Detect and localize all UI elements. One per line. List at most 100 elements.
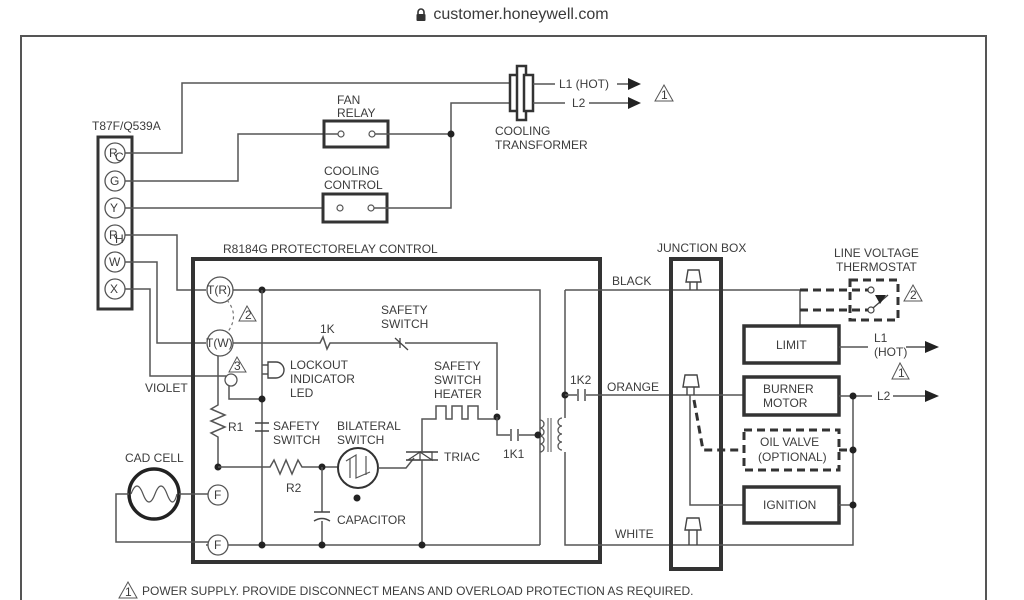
- thermostat-terminal-rc: R C: [104, 142, 126, 164]
- limit-l1-label-2: (HOT): [874, 345, 907, 359]
- 1k1-label: 1K1: [503, 447, 525, 461]
- transformer-l1-label: L1 (HOT): [559, 77, 609, 91]
- cooling-transformer-secondary: [522, 73, 535, 113]
- triac-icon: [406, 450, 438, 462]
- lockout-led-icon: [267, 361, 285, 379]
- junction-dot: [849, 392, 857, 400]
- wire-orange-label: ORANGE: [607, 380, 659, 394]
- arrow-icon: [628, 78, 641, 90]
- wire-black-label: BLACK: [612, 274, 651, 288]
- cad-cell-label: CAD CELL: [125, 451, 184, 465]
- svg-text:2: 2: [910, 288, 917, 302]
- safety-switch-heater-label-1: SAFETY: [434, 359, 481, 373]
- limit-label: LIMIT: [776, 338, 807, 352]
- bilateral-label-1: BILATERAL: [337, 419, 401, 433]
- wire-nut-orange-icon: [682, 374, 700, 395]
- thermostat-terminal-x: X: [104, 278, 126, 300]
- wire-rc: [125, 82, 512, 154]
- thermostat-contact: [867, 286, 875, 294]
- line-voltage-thermostat-wires: [800, 288, 868, 312]
- wire-nut-black-icon: [685, 269, 702, 290]
- svg-text:Y: Y: [110, 201, 118, 215]
- wire-white-return: [700, 395, 854, 546]
- ignition-label: IGNITION: [763, 498, 816, 512]
- thermostat-terminal-g: G: [104, 170, 126, 192]
- wire-g: [125, 133, 325, 182]
- limit-box: [742, 324, 841, 365]
- note-3-triangle-icon: 3: [228, 355, 247, 373]
- browser-address-bar[interactable]: customer.honeywell.com: [0, 0, 1024, 30]
- arrow-icon: [925, 390, 939, 402]
- lock-icon: [416, 8, 426, 21]
- svg-text:1: 1: [125, 585, 132, 599]
- safety-switch-b-contact: [255, 422, 269, 432]
- ignition-box: [742, 485, 841, 525]
- wire-cad-cell: [115, 493, 208, 543]
- junction-dot: [258, 541, 266, 549]
- 1k1-contact: [510, 429, 519, 441]
- wire-secondary-loop: [564, 290, 700, 546]
- note-2-triangle-icon: 2: [903, 283, 923, 302]
- svg-text:T(R): T(R): [207, 283, 231, 297]
- wire-to-ignition: [689, 395, 744, 506]
- svg-text:F: F: [214, 538, 221, 552]
- 1k2-contact: [577, 389, 586, 401]
- url-display[interactable]: customer.honeywell.com: [415, 6, 609, 24]
- wire-nut-white-icon: [684, 517, 702, 545]
- r2-label: R2: [286, 481, 302, 495]
- bilateral-label-2: SWITCH: [337, 433, 384, 447]
- svg-text:1: 1: [898, 366, 905, 380]
- burner-motor-box: [742, 375, 841, 417]
- violet-label: VIOLET: [145, 381, 188, 395]
- safety-switch-heater-label-2: SWITCH: [434, 373, 481, 387]
- thermostat-terminal-w: W: [104, 251, 126, 273]
- junction-dot: [447, 130, 455, 138]
- thermostat-model-label: T87F/Q539A: [92, 119, 161, 133]
- relay-coil-primary: [539, 419, 545, 453]
- svg-text:G: G: [110, 174, 119, 188]
- wire-x: [125, 288, 226, 377]
- protectorelay-control: [191, 257, 602, 564]
- lockout-label-2: INDICATOR: [290, 372, 355, 386]
- protectorelay-title: R8184G PROTECTORELAY CONTROL: [223, 242, 438, 256]
- thermostat-terminal-y: Y: [104, 197, 126, 219]
- footnote-power-supply: POWER SUPPLY. PROVIDE DISCONNECT MEANS A…: [142, 584, 693, 598]
- fan-relay-contact: [337, 130, 345, 138]
- thermostat-terminal-rh: R H: [104, 224, 126, 246]
- transformer-l2-label: L2: [572, 96, 586, 110]
- thermostat-contact: [867, 306, 875, 314]
- resistor-r2: [218, 458, 338, 476]
- thermostat-arrow-icon: [875, 295, 886, 304]
- violet-terminal: [224, 373, 238, 387]
- terminal-f-1: F: [207, 484, 229, 506]
- note-1-triangle-icon: 1: [654, 83, 674, 102]
- cooling-control-label-2: CONTROL: [324, 178, 383, 192]
- wire-tw-1k: [233, 335, 498, 410]
- safety-switch-a-label-2: SWITCH: [381, 317, 428, 331]
- capacitor-icon: [313, 511, 331, 522]
- junction-box-label: JUNCTION BOX: [657, 241, 746, 255]
- svg-text:X: X: [110, 282, 118, 296]
- terminal-f-2: F: [207, 534, 229, 556]
- junction-dot: [418, 541, 426, 549]
- svg-text:W: W: [109, 255, 121, 269]
- relay-core: [547, 418, 552, 452]
- fan-relay-contact: [368, 130, 376, 138]
- note-1-triangle-icon: 1: [118, 580, 138, 599]
- terminal-t-r: T(R): [206, 276, 234, 304]
- cooling-transformer-label-1: COOLING: [495, 124, 550, 138]
- cad-cell-icon: [127, 467, 181, 521]
- thermostat-terminal-block: [96, 135, 134, 311]
- arrow-icon: [628, 97, 641, 109]
- junction-box: [669, 257, 723, 571]
- line-voltage-thermostat-label-1: LINE VOLTAGE: [834, 246, 919, 260]
- terminal-t-w: T(W): [206, 329, 234, 357]
- wire-violet-internal: [228, 386, 262, 400]
- svg-text:R: R: [109, 146, 118, 160]
- lockout-label-1: LOCKOUT: [290, 358, 349, 372]
- led-leads: [262, 364, 268, 375]
- junction-dot: [534, 431, 542, 439]
- wire-w: [125, 261, 206, 344]
- cooling-control-contact: [336, 204, 344, 212]
